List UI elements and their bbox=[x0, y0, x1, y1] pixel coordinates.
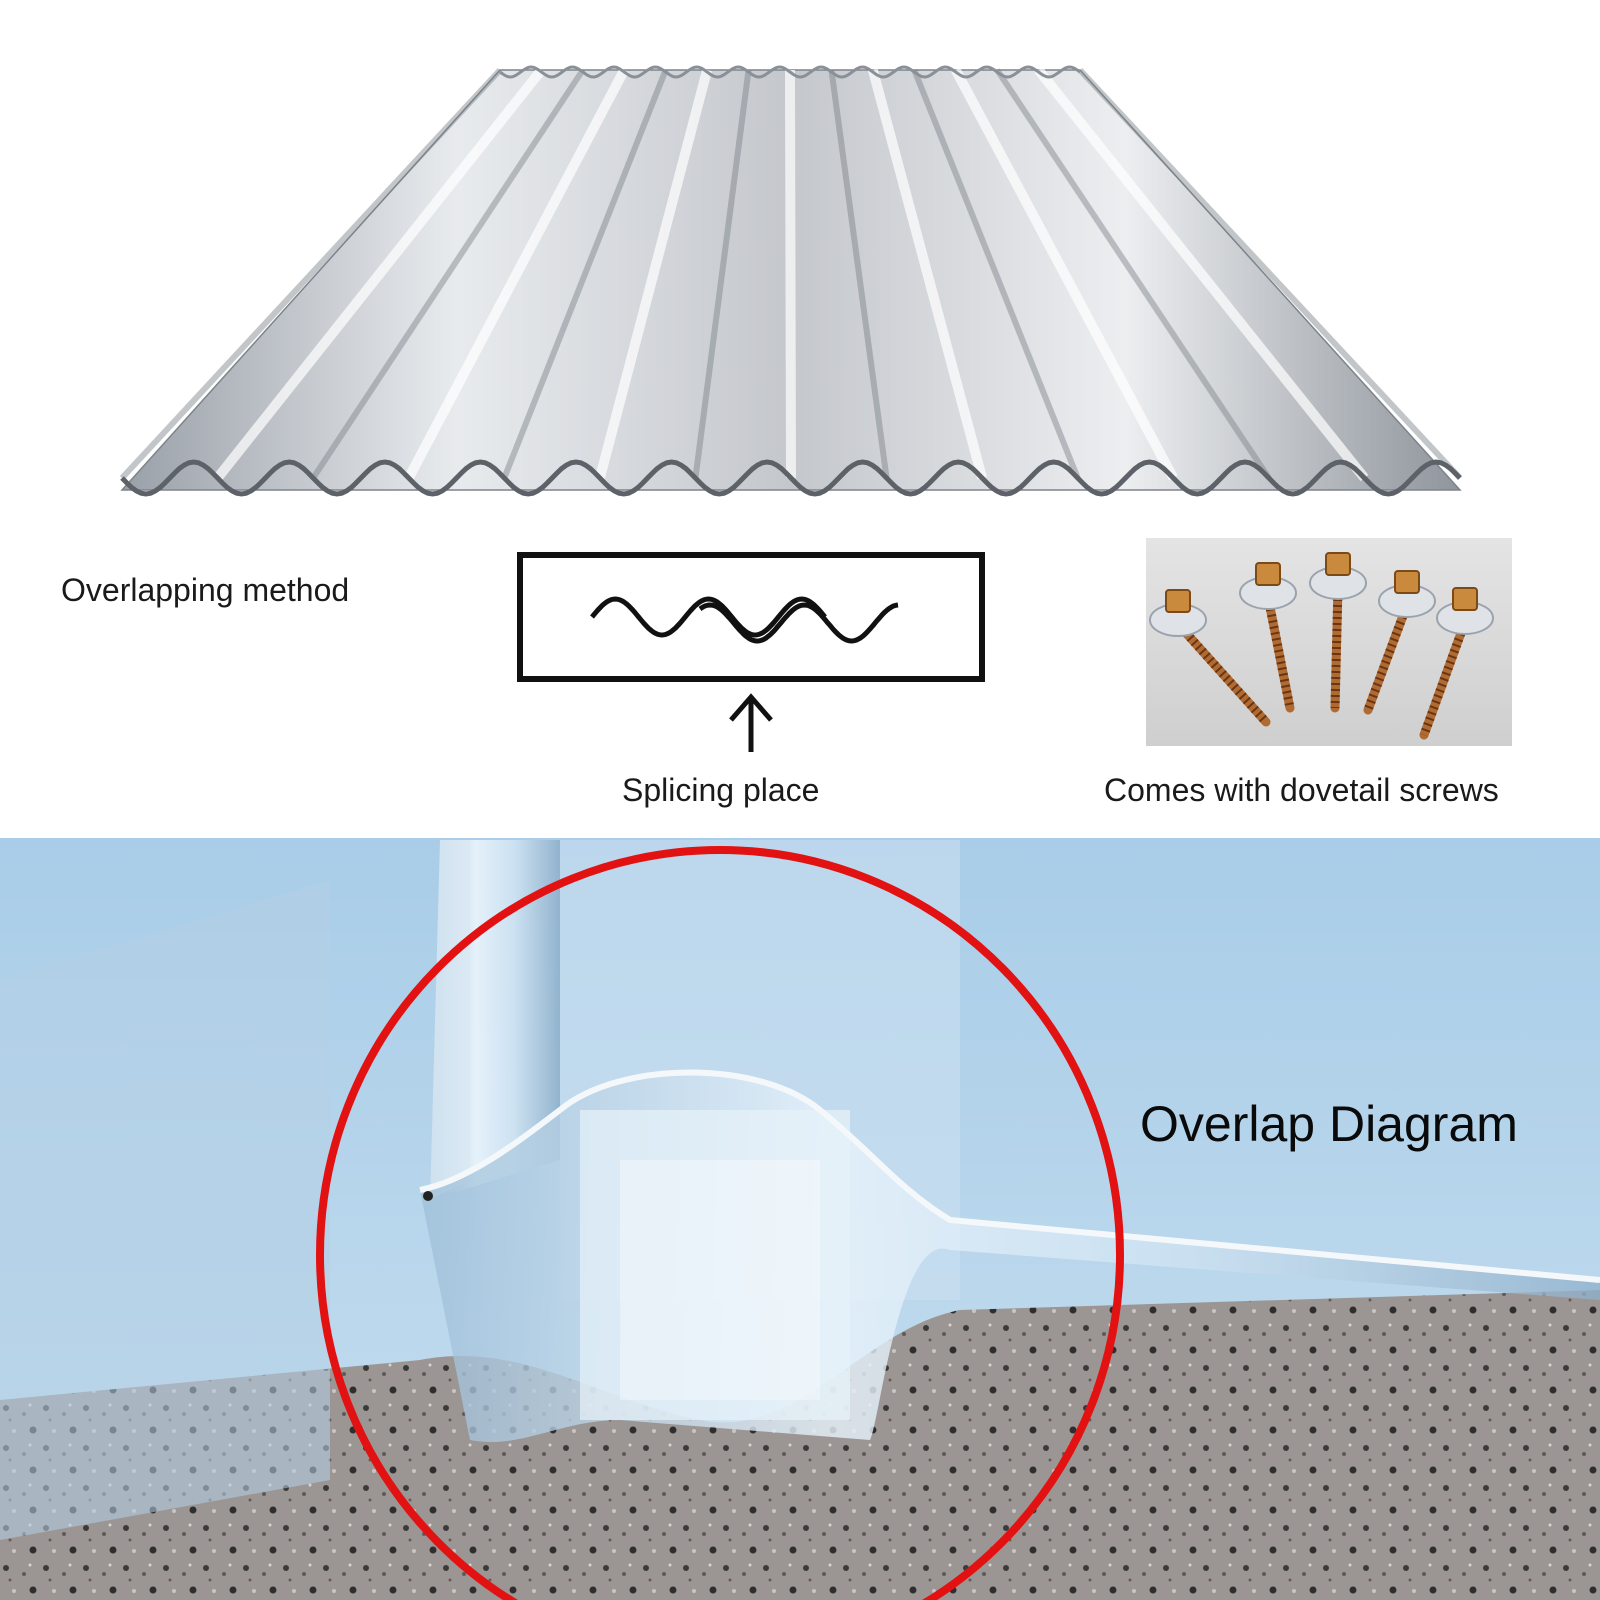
highlight-circle bbox=[316, 846, 1124, 1600]
overlap-diagram-title: Overlap Diagram bbox=[1140, 1096, 1518, 1152]
up-arrow-icon bbox=[729, 693, 773, 752]
comes-with-dovetail-screws-label: Comes with dovetail screws bbox=[1104, 772, 1499, 808]
splice-wave-overlap bbox=[698, 602, 899, 644]
splice-diagram-box bbox=[517, 552, 985, 682]
corrugated-sheet-illustration bbox=[119, 65, 1463, 497]
splice-wave bbox=[590, 596, 827, 638]
overlapping-method-label: Overlapping method bbox=[61, 572, 350, 608]
splicing-place-label: Splicing place bbox=[622, 772, 820, 808]
